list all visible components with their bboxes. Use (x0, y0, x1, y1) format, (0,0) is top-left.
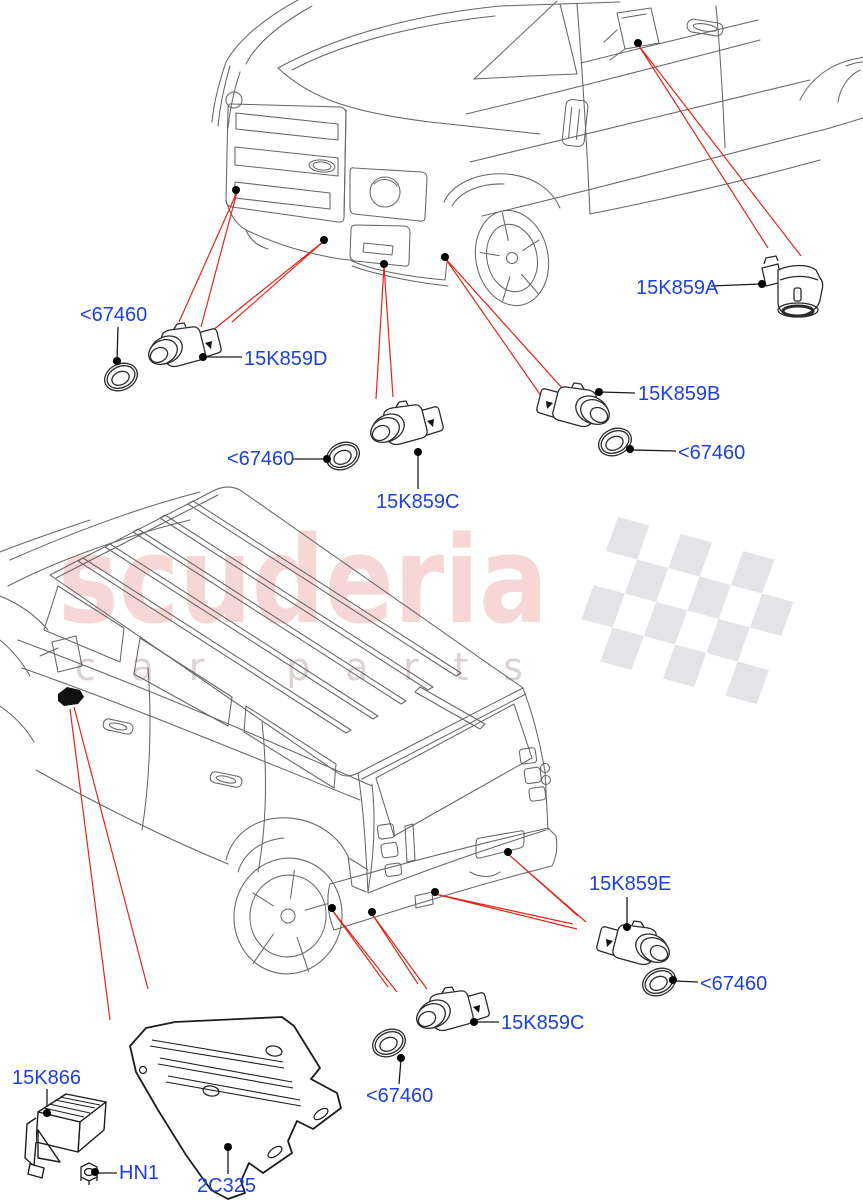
callout-nut[interactable]: HN1 (119, 1162, 160, 1184)
callout-leader-lines (46, 283, 761, 1174)
sensor-a-part (761, 255, 824, 318)
attachment-point-dots (43, 39, 766, 1176)
watermark-tagline-text: car parts (75, 645, 563, 689)
watermark: scuderia car parts (58, 512, 794, 704)
callout-sensor-b[interactable]: 15K859B (638, 383, 721, 405)
front-vehicle-drawing (211, 0, 863, 307)
callout-sensor-c-rear[interactable]: 15K859C (501, 1012, 585, 1034)
callout-sensor-e[interactable]: 15K859E (589, 873, 672, 895)
callout-bracket[interactable]: 2C325 (197, 1175, 256, 1197)
ring-d-part (99, 357, 143, 397)
callout-ring-b[interactable]: <67460 (678, 442, 746, 464)
checkered-flag-watermark (581, 517, 794, 704)
callout-module[interactable]: 15K866 (12, 1067, 81, 1089)
bracket-part (129, 1016, 342, 1200)
sensor-c-rear-part (411, 986, 490, 1035)
callout-ring-e[interactable]: <67460 (700, 973, 768, 995)
callout-ring-c-rear[interactable]: <67460 (366, 1085, 434, 1107)
callout-ring-c-front[interactable]: <67460 (227, 448, 295, 470)
rear-vehicle-drawing (0, 486, 558, 975)
ring-b-part (593, 422, 637, 462)
callout-sensor-d[interactable]: 15K859D (244, 348, 328, 370)
callout-sensor-c-front[interactable]: 15K859C (376, 491, 460, 513)
callout-sensor-a[interactable]: 15K859A (636, 277, 719, 299)
red-leader-lines (69, 45, 802, 1021)
sensor-e-part (596, 920, 675, 969)
sensor-d-part (143, 322, 222, 371)
sensor-c-front-part (365, 400, 444, 449)
callout-ring-d[interactable]: <67460 (80, 304, 148, 326)
control-module-part (24, 1093, 107, 1179)
